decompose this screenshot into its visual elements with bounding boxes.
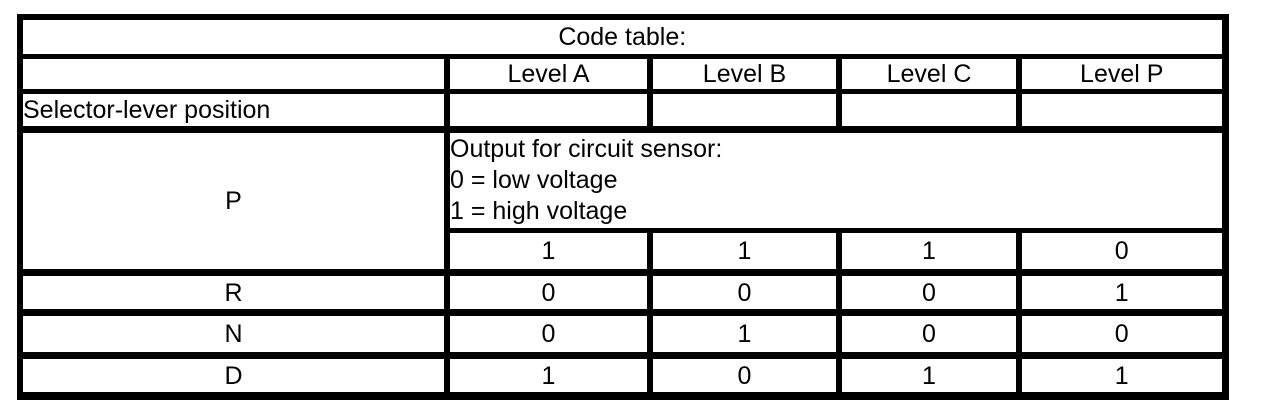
cell-r-level-a: 0 (444, 269, 653, 315)
column-header-level-p: Level P (1016, 54, 1228, 94)
selector-lever-row: Selector-lever position (17, 89, 1228, 133)
note-line-output: Output for circuit sensor: (450, 135, 723, 163)
empty-cell (836, 89, 1022, 133)
column-header-row: Level A Level B Level C Level P (17, 54, 1228, 94)
position-label-d: D (17, 352, 450, 399)
position-label-p: P (17, 127, 450, 275)
empty-cell (444, 89, 653, 133)
cell-n-level-a: 0 (444, 309, 653, 358)
code-table: Code table: Level A Level B Level C Leve… (17, 14, 1229, 400)
column-header-level-b: Level B (647, 54, 842, 94)
note-cell: Output for circuit sensor: 0 = low volta… (444, 127, 1228, 233)
cell-r-level-p: 1 (1016, 269, 1228, 315)
cell-d-level-a: 1 (444, 352, 653, 399)
header-blank-cell (17, 54, 450, 94)
table-row-d: D 1 0 1 1 (17, 352, 1228, 399)
column-header-level-c: Level C (836, 54, 1022, 94)
cell-n-level-c: 0 (836, 309, 1022, 358)
cell-p-level-p: 0 (1016, 230, 1228, 275)
note-row: P Output for circuit sensor: 0 = low vol… (17, 127, 1228, 275)
position-label-r: R (17, 269, 450, 315)
cell-n-level-b: 1 (647, 309, 842, 358)
empty-cell (647, 89, 842, 133)
note-line-low: 0 = low voltage (450, 166, 618, 194)
cell-p-level-b: 1 (647, 230, 842, 275)
note-line-high: 1 = high voltage (450, 197, 628, 225)
cell-n-level-p: 0 (1016, 309, 1228, 358)
cell-d-level-c: 1 (836, 352, 1022, 399)
cell-d-level-p: 1 (1016, 352, 1228, 399)
cell-p-level-c: 1 (836, 230, 1022, 275)
cell-d-level-b: 0 (647, 352, 842, 399)
cell-r-level-c: 0 (836, 269, 1022, 315)
row-header-selector-lever-position: Selector-lever position (17, 89, 450, 133)
cell-r-level-b: 0 (647, 269, 842, 315)
table-row-p-values: 1 1 1 0 (20, 230, 1228, 275)
position-label-n: N (17, 309, 450, 358)
empty-cell (1016, 89, 1228, 133)
table-row-n: N 0 1 0 0 (17, 309, 1228, 358)
title-row: Code table: (17, 14, 1228, 59)
table-row-r: R 0 0 0 1 (17, 269, 1228, 315)
column-header-level-a: Level A (444, 54, 653, 94)
cell-p-level-a: 1 (444, 230, 653, 275)
table-title: Code table: (17, 14, 1228, 59)
